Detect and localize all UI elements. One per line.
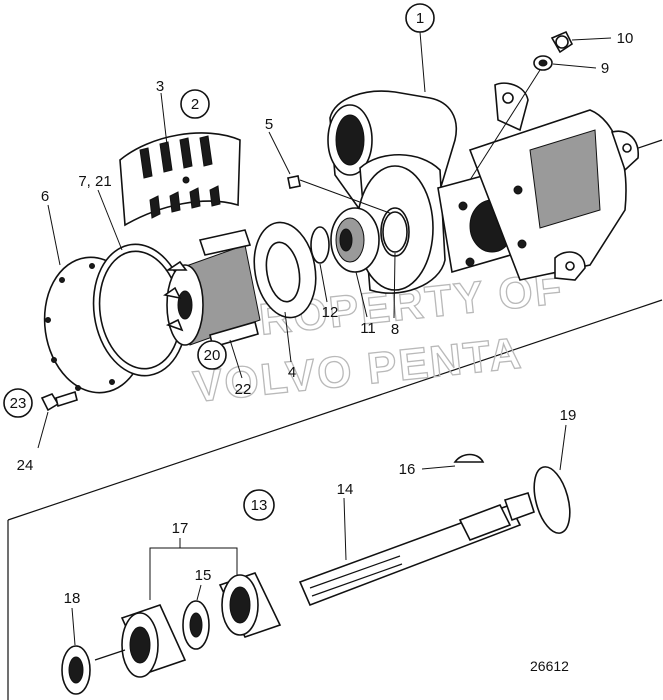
screw-24 <box>40 390 78 412</box>
leader-lines <box>37 31 612 646</box>
label-7-21: 7, 21 <box>78 173 111 190</box>
callout-20: 20 <box>197 340 227 370</box>
label-18: 18 <box>64 590 81 607</box>
label-3: 3 <box>156 78 164 95</box>
callout-23-label: 23 <box>10 395 27 412</box>
callout-13: 13 <box>243 489 275 521</box>
callout-23: 23 <box>3 388 33 418</box>
label-24: 24 <box>17 457 34 474</box>
label-6: 6 <box>41 188 49 205</box>
circlip-12 <box>310 226 330 264</box>
washer-9 <box>533 55 553 71</box>
spacer-15 <box>182 600 210 650</box>
label-8: 8 <box>391 321 399 338</box>
label-17: 17 <box>172 520 189 537</box>
shaft-14 <box>298 492 535 607</box>
label-19: 19 <box>560 407 577 424</box>
screw-10 <box>550 30 574 54</box>
seal-11 <box>330 207 380 273</box>
label-10: 10 <box>617 30 634 47</box>
callout-2-label: 2 <box>191 96 199 113</box>
pump-housing <box>327 82 639 294</box>
gasket-7-21 <box>92 243 188 377</box>
callout-13-label: 13 <box>251 497 268 514</box>
label-12: 12 <box>322 304 339 321</box>
label-5: 5 <box>265 116 273 133</box>
pin-5 <box>287 175 301 189</box>
label-22: 22 <box>235 381 252 398</box>
label-4: 4 <box>288 364 296 381</box>
o-ring-8 <box>382 211 408 253</box>
callout-20-label: 20 <box>204 347 221 364</box>
label-9: 9 <box>601 60 609 77</box>
callout-1-label: 1 <box>416 10 424 27</box>
bearing-17-large <box>218 572 282 638</box>
cam-3 <box>119 132 241 227</box>
callout-2: 2 <box>180 89 210 119</box>
label-14: 14 <box>337 481 354 498</box>
drawing-number: 26612 <box>530 658 569 674</box>
impeller-22 <box>163 229 261 348</box>
bearing-17-small <box>120 604 187 678</box>
seal-18 <box>61 645 91 695</box>
label-11: 11 <box>360 320 376 337</box>
label-16: 16 <box>399 461 416 478</box>
wear-plate-4 <box>253 221 317 319</box>
circlip-19 <box>533 466 571 534</box>
label-15: 15 <box>195 567 212 584</box>
callout-1: 1 <box>405 3 435 33</box>
key-16 <box>453 453 485 463</box>
